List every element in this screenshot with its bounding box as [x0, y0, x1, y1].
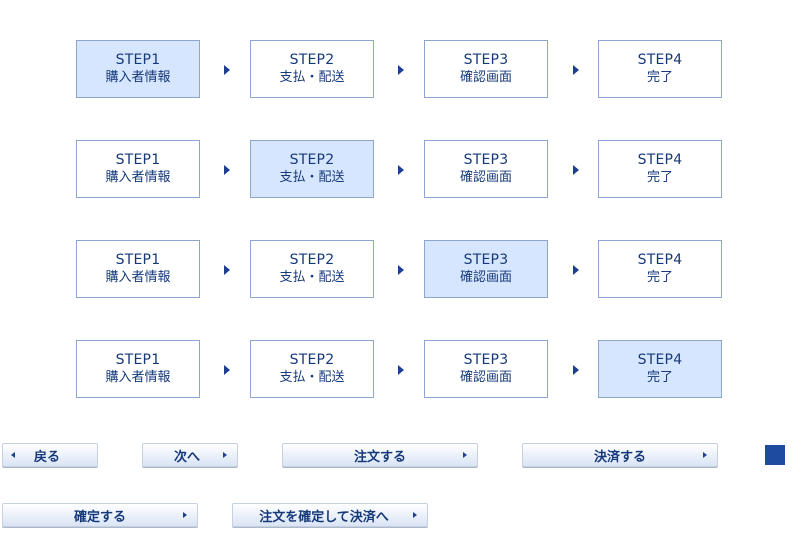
step-number: STEP4 — [637, 52, 683, 68]
step-label: 確認画面 — [459, 170, 512, 185]
step-label: 確認画面 — [459, 370, 512, 385]
next-button[interactable]: 次へ — [142, 443, 238, 467]
pay-button[interactable]: 決済する — [522, 443, 718, 467]
step-1: STEP1 購入者情報 — [76, 240, 200, 298]
back-button-label: 戻る — [33, 449, 60, 465]
arrow-right-icon — [573, 265, 579, 275]
step-label: 支払・配送 — [279, 170, 345, 185]
step-number: STEP3 — [463, 52, 509, 68]
step-3-active: STEP3 確認画面 — [424, 240, 548, 298]
order-button-label: 注文する — [353, 449, 406, 465]
arrow-right-icon — [398, 365, 404, 375]
step-label: 購入者情報 — [105, 270, 171, 285]
arrow-right-icon — [398, 265, 404, 275]
step-2: STEP2 支払・配送 — [250, 340, 374, 398]
chevron-right-icon — [223, 452, 227, 458]
progress-row-2: STEP1 購入者情報 STEP2 支払・配送 STEP3 確認画面 STEP4… — [0, 140, 800, 200]
order-button[interactable]: 注文する — [282, 443, 478, 467]
progress-row-1: STEP1 購入者情報 STEP2 支払・配送 STEP3 確認画面 STEP4… — [0, 40, 800, 100]
step-label: 支払・配送 — [279, 270, 345, 285]
step-number: STEP2 — [289, 52, 335, 68]
confirm-button[interactable]: 確定する — [2, 503, 198, 527]
step-number: STEP3 — [463, 252, 509, 268]
step-4-active: STEP4 完了 — [598, 340, 722, 398]
step-number: STEP4 — [637, 252, 683, 268]
step-label: 完了 — [646, 370, 673, 385]
step-1: STEP1 購入者情報 — [76, 140, 200, 198]
step-4: STEP4 完了 — [598, 140, 722, 198]
step-3: STEP3 確認画面 — [424, 340, 548, 398]
step-number: STEP3 — [463, 152, 509, 168]
step-number: STEP4 — [637, 352, 683, 368]
confirm-and-pay-button-label: 注文を確定して決済へ — [259, 509, 389, 525]
chevron-right-icon — [463, 452, 467, 458]
arrow-right-icon — [224, 365, 230, 375]
step-number: STEP2 — [289, 352, 335, 368]
arrow-right-icon — [573, 65, 579, 75]
arrow-right-icon — [573, 365, 579, 375]
step-number: STEP2 — [289, 252, 335, 268]
step-label: 支払・配送 — [279, 370, 345, 385]
back-button[interactable]: 戻る — [2, 443, 98, 467]
chevron-right-icon — [413, 512, 417, 518]
step-number: STEP1 — [115, 152, 161, 168]
step-label: 完了 — [646, 70, 673, 85]
next-button-label: 次へ — [173, 449, 200, 465]
chevron-left-icon — [11, 452, 15, 458]
chevron-right-icon — [703, 452, 707, 458]
step-3: STEP3 確認画面 — [424, 40, 548, 98]
progress-row-4: STEP1 購入者情報 STEP2 支払・配送 STEP3 確認画面 STEP4… — [0, 340, 800, 400]
step-label: 購入者情報 — [105, 70, 171, 85]
step-1-active: STEP1 購入者情報 — [76, 40, 200, 98]
step-label: 購入者情報 — [105, 370, 171, 385]
step-2: STEP2 支払・配送 — [250, 40, 374, 98]
arrow-right-icon — [224, 165, 230, 175]
step-label: 購入者情報 — [105, 170, 171, 185]
step-number: STEP3 — [463, 352, 509, 368]
arrow-right-icon — [398, 165, 404, 175]
confirm-and-pay-button[interactable]: 注文を確定して決済へ — [232, 503, 428, 527]
step-2-active: STEP2 支払・配送 — [250, 140, 374, 198]
step-number: STEP1 — [115, 252, 161, 268]
step-label: 確認画面 — [459, 270, 512, 285]
step-number: STEP2 — [289, 152, 335, 168]
progress-row-3: STEP1 購入者情報 STEP2 支払・配送 STEP3 確認画面 STEP4… — [0, 240, 800, 300]
step-1: STEP1 購入者情報 — [76, 340, 200, 398]
step-4: STEP4 完了 — [598, 40, 722, 98]
arrow-right-icon — [224, 65, 230, 75]
step-number: STEP1 — [115, 52, 161, 68]
arrow-right-icon — [224, 265, 230, 275]
step-2: STEP2 支払・配送 — [250, 240, 374, 298]
arrow-right-icon — [398, 65, 404, 75]
color-swatch — [765, 445, 785, 465]
step-label: 完了 — [646, 270, 673, 285]
step-4: STEP4 完了 — [598, 240, 722, 298]
step-number: STEP1 — [115, 352, 161, 368]
step-3: STEP3 確認画面 — [424, 140, 548, 198]
pay-button-label: 決済する — [593, 449, 646, 465]
confirm-button-label: 確定する — [73, 509, 126, 525]
step-label: 支払・配送 — [279, 70, 345, 85]
arrow-right-icon — [573, 165, 579, 175]
step-number: STEP4 — [637, 152, 683, 168]
chevron-right-icon — [183, 512, 187, 518]
step-label: 完了 — [646, 170, 673, 185]
step-label: 確認画面 — [459, 70, 512, 85]
